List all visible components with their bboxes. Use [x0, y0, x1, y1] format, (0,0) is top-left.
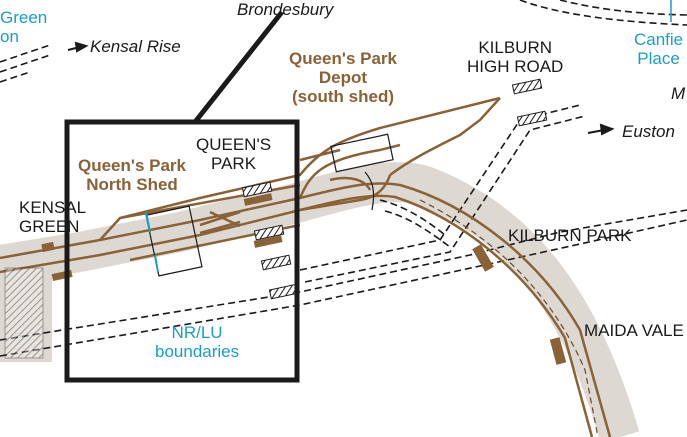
label-euston: Euston [622, 122, 675, 141]
south-shed-line2: Depot [318, 68, 368, 88]
kensal-green-line2: GREEN [19, 217, 80, 237]
queens-park-line2: PARK [211, 154, 257, 174]
boundaries-line2: boundaries [155, 342, 240, 362]
label-green-partial: Green on [0, 8, 47, 46]
kilburn-high-road-line1: KILBURN [478, 38, 553, 57]
label-maida-vale: MAIDA VALE [584, 321, 684, 340]
label-boundaries: NR/LU boundaries [155, 323, 239, 361]
north-shed-line2: North Shed [86, 175, 178, 195]
boundary-markers [145, 211, 159, 273]
kensal-green-line1: KENSAL [19, 198, 87, 217]
lu-lines [0, 96, 612, 437]
platforms [4, 78, 548, 359]
label-kilburn-park: KILBURN PARK [508, 226, 632, 245]
arrows [67, 41, 615, 136]
label-canfield-partial: Canfie Place [634, 30, 683, 68]
south-shed-outline [330, 133, 394, 173]
bakerloo-corridor [0, 162, 640, 437]
green-partial-line2: on [0, 27, 19, 47]
label-kilburn-high-road: KILBURN HIGH ROAD [467, 38, 563, 76]
label-kensal-rise: Kensal Rise [90, 37, 181, 56]
boundaries-line1: NR/LU [171, 323, 223, 342]
label-kensal-green: KENSAL GREEN [19, 198, 86, 236]
label-queens-park: QUEEN'S PARK [196, 135, 271, 173]
green-partial-line1: Green [0, 8, 48, 27]
canfield-line1: Canfie [634, 30, 684, 49]
kilburn-high-road-line2: HIGH ROAD [467, 57, 564, 77]
brondesbury-pointer [193, 10, 284, 124]
north-shed-line1: Queen's Park [78, 156, 186, 175]
label-brondesbury: Brondesbury [237, 0, 334, 19]
canfield-line2: Place [637, 49, 680, 69]
queens-park-line1: QUEEN'S [196, 135, 272, 154]
south-shed-pointer [364, 171, 375, 211]
highlight-box [64, 119, 300, 383]
south-shed-line1: Queen's Park [289, 49, 397, 68]
bakerloo-inner-rail [419, 199, 599, 437]
north-shed-outline [145, 205, 203, 277]
nr-lines [0, 0, 687, 357]
label-south-shed: Queen's Park Depot (south shed) [289, 49, 397, 106]
label-north-shed: Queen's Park North Shed [78, 156, 186, 194]
south-shed-line3: (south shed) [292, 87, 394, 107]
label-m-partial: M [671, 84, 686, 103]
